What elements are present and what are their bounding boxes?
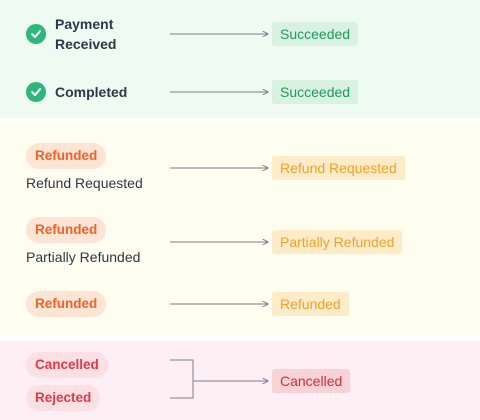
- subtext-refund-requested: Refund Requested: [26, 175, 143, 191]
- target-refunded: Refunded: [272, 292, 349, 316]
- check-circle-icon: [26, 82, 46, 102]
- target-succeeded-1: Succeeded: [272, 22, 359, 46]
- pill-rejected: Rejected: [26, 385, 101, 411]
- pill-refunded-1: Refunded: [26, 143, 107, 169]
- pill-refunded-2: Refunded: [26, 217, 107, 243]
- pill-cancelled: Cancelled: [26, 352, 108, 378]
- source-completed: Completed: [55, 84, 128, 100]
- target-partially-refunded: Partially Refunded: [272, 230, 403, 254]
- source-payment-received: Payment Received: [55, 16, 117, 52]
- target-refund-requested: Refund Requested: [272, 156, 405, 180]
- bracket-cancel: [170, 359, 268, 399]
- check-circle-icon: [26, 24, 46, 44]
- target-succeeded-2: Succeeded: [272, 80, 359, 104]
- target-cancelled: Cancelled: [272, 369, 351, 393]
- success-section: [0, 0, 480, 118]
- pill-refunded-3: Refunded: [26, 291, 107, 317]
- subtext-partially-refunded: Partially Refunded: [26, 249, 141, 265]
